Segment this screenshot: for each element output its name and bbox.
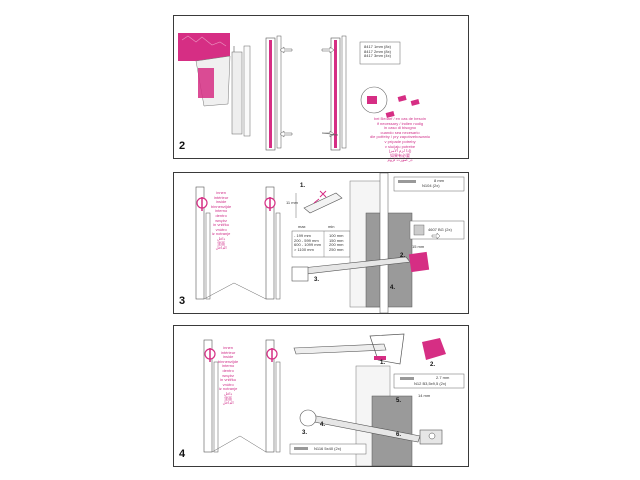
frame-right xyxy=(265,339,281,453)
step-number: 4 xyxy=(179,448,186,460)
shim-codes-box xyxy=(359,41,401,65)
step-label: 3. xyxy=(314,277,320,283)
arrow-icon xyxy=(321,46,335,54)
dim-label: 15 mm xyxy=(412,244,425,249)
step-3-illustration xyxy=(195,173,465,313)
frame-left xyxy=(203,339,219,453)
step-label: 2. xyxy=(400,253,406,259)
part-label: 2.7 mm xyxy=(436,375,450,380)
instruction-step-3-panel: innen intérieur inside binnenzijde inter… xyxy=(173,172,469,314)
cross-mark-icon xyxy=(319,190,327,198)
step-label: 3. xyxy=(302,430,308,436)
part-label: N12 B3,5x9,5 (2x) xyxy=(414,381,447,386)
dim-label: max xyxy=(298,224,306,229)
spacing-table-cells: - 199 mm 200 - 599 mm 600 - 1099 mm > 11… xyxy=(294,233,321,252)
part-label: 8 mm xyxy=(434,178,444,183)
shim-code: 8417 2mm (8x) xyxy=(364,48,391,54)
instruction-step-2-panel: 8417 1mm (8x) 8417 2mm (8x) 8417 3mm (4x… xyxy=(173,15,469,162)
instruction-step-4-panel: innen intérieur inside binnenzijde inter… xyxy=(173,325,469,467)
inside-label-list: innen intérieur inside binnenzijde inter… xyxy=(218,345,239,406)
shim-codes-list: 8417 1mm (8x) 8417 2mm (8x) 8417 3mm (4x… xyxy=(364,44,391,59)
step-label: 1. xyxy=(300,183,306,189)
step-label: 5. xyxy=(396,398,402,404)
shim-code: 8417 1mm (8x) xyxy=(364,44,391,49)
step-label: 2. xyxy=(430,362,436,368)
step-label: 1. xyxy=(380,360,386,366)
shim-icon xyxy=(410,99,420,106)
pink-wall-bracket-icon xyxy=(422,338,446,360)
part-label: 4607 BG (2x) xyxy=(428,227,452,232)
inside-label-list: innen intérieur inside binnenzijde inter… xyxy=(211,190,232,251)
stabilizer-bar xyxy=(299,409,443,445)
drill-marking-detail xyxy=(295,190,343,218)
pink-detail-card xyxy=(178,33,230,61)
dim-label: 11 mm xyxy=(286,200,298,205)
stabilizer-bar xyxy=(291,251,430,282)
step-label: 4. xyxy=(390,285,396,291)
profile-right xyxy=(330,35,347,151)
cut-bar-detail xyxy=(293,333,446,365)
pink-wall-bracket-icon xyxy=(408,251,430,273)
left-door-frame xyxy=(231,45,251,137)
frame-left xyxy=(195,186,211,300)
arrow-icon xyxy=(279,46,293,54)
step-number: 3 xyxy=(179,295,186,307)
hacksaw-icon xyxy=(369,333,405,365)
step-label: 6. xyxy=(396,432,402,438)
dim-label: 14 mm xyxy=(418,393,431,398)
step-label: 4. xyxy=(320,422,326,428)
part-label: N104 (2x) xyxy=(422,183,440,188)
dim-label: min xyxy=(328,224,335,229)
step-number: 2 xyxy=(179,140,186,152)
step-2-illustration xyxy=(178,33,420,151)
frame-right xyxy=(264,186,281,300)
shim-icon xyxy=(397,95,407,102)
arrow-icon xyxy=(321,130,339,138)
if-necessary-note: bei Bedarf / en cas de besoin if necessa… xyxy=(370,116,431,163)
spacing-table xyxy=(291,230,351,258)
step-4-illustration xyxy=(203,333,465,466)
profile-left xyxy=(265,35,282,151)
part-label: N116 5x40 (2x) xyxy=(314,446,342,451)
arrow-icon xyxy=(279,130,293,138)
shim-icon xyxy=(385,111,395,118)
spacing-table-cells: 100 mm 150 mm 200 mm 250 mm xyxy=(329,233,344,252)
parts-box xyxy=(289,443,367,455)
shim-code: 8417 3mm (4x) xyxy=(364,53,391,59)
